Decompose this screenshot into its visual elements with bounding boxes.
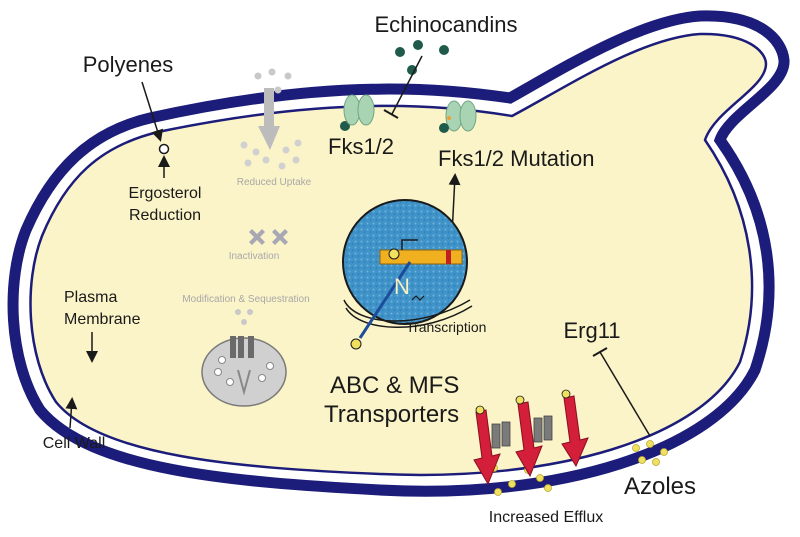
- label-azoles: Azoles: [624, 473, 696, 500]
- label-increased-efflux: Increased Efflux: [489, 509, 603, 526]
- ergosterol-pore: [158, 143, 170, 155]
- label-echinocandins: Echinocandins: [374, 12, 517, 37]
- label-fks-mutation: Fks1/2 Mutation: [438, 146, 595, 171]
- vacuole-graphic: [201, 309, 287, 407]
- efflux-substrate: [475, 389, 571, 415]
- echinocandin-molecules: [340, 40, 449, 131]
- efflux-transporters: [491, 415, 553, 449]
- label-erg11: Erg11: [563, 318, 620, 343]
- label-cell-wall: Cell Wall: [43, 435, 106, 452]
- label-reduction: Reduction: [129, 207, 201, 224]
- label-nucleus: N: [394, 274, 410, 299]
- label-reduced-uptake: Reduced Uptake: [237, 177, 312, 188]
- echinocandin-inhibition-line: [391, 55, 423, 115]
- label-fks: Fks1/2: [328, 134, 394, 159]
- reduced-uptake-graphic: [240, 68, 302, 170]
- label-transcription: Transcription: [406, 319, 486, 335]
- nucleus: [342, 199, 473, 350]
- polyenes-arrow: [141, 81, 164, 142]
- label-plasma: Plasma: [64, 289, 117, 306]
- fks-protein: [343, 94, 375, 126]
- label-inactivation: Inactivation: [229, 251, 280, 262]
- label-abc-mfs: ABC & MFS: [330, 372, 459, 399]
- label-modification: Modification & Sequestration: [182, 294, 309, 305]
- label-polyenes: Polyenes: [83, 52, 174, 77]
- cell-wall-arrow: [65, 397, 78, 429]
- label-membrane: Membrane: [64, 311, 141, 328]
- efflux-arrows: [473, 395, 589, 486]
- fks-mutant-protein: [439, 100, 477, 133]
- inactivation-graphic: [249, 229, 288, 245]
- label-transporters: Transporters: [324, 401, 459, 428]
- label-ergosterol: Ergosterol: [129, 185, 202, 202]
- azole-inhibition-line: [599, 351, 651, 437]
